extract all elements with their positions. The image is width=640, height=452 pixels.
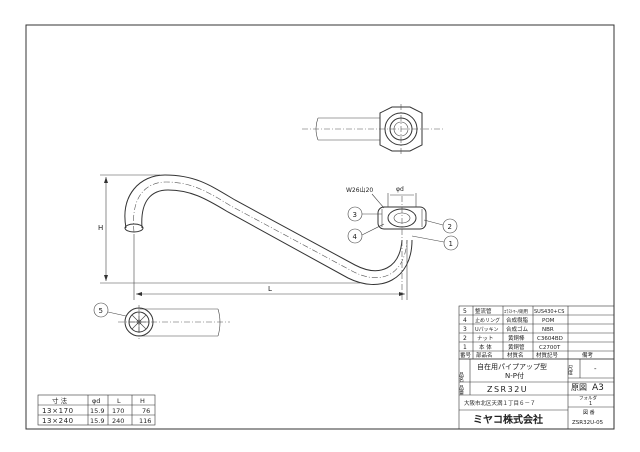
straightener-view <box>118 305 230 339</box>
dim-row-1-phi-d: 15.9 <box>90 407 104 415</box>
dim-row-1-h: 76 <box>142 407 150 415</box>
dim-header-l: L <box>117 397 121 405</box>
svg-text:部品名: 部品名 <box>476 351 493 359</box>
scale-value: - <box>594 365 597 373</box>
svg-text:2: 2 <box>463 335 467 342</box>
parts-header-row: 番号 部品名 材質名 材質記号 備考 <box>460 351 594 359</box>
dim-row-2-l: 240 <box>112 417 124 425</box>
svg-text:合成ゴム: 合成ゴム <box>506 325 529 333</box>
svg-text:SUS430+CS: SUS430+CS <box>534 309 564 315</box>
company-address: 大阪市北区天満１丁目６－７ <box>464 399 536 407</box>
balloon-2: 2 <box>423 218 458 234</box>
balloon-1: 1 <box>411 235 459 251</box>
svg-text:合成樹脂: 合成樹脂 <box>506 316 529 324</box>
svg-text:4: 4 <box>353 233 358 241</box>
name-label: 品名 <box>458 372 464 383</box>
dimension-h-label: H <box>98 224 103 232</box>
parts-row-5: 5 整流管 ｴﾗｽﾄﾏｰ/銅用 SUS430+CS <box>463 307 564 315</box>
parts-row-3: 3 Uパッキン 合成ゴム NBR <box>463 325 554 333</box>
dimension-phi-d-label: φd <box>396 186 404 193</box>
model-number: ZSR32U <box>487 385 528 394</box>
dimension-l: L <box>133 234 408 300</box>
parts-row-4: 4 止めリング 合成樹脂 POM <box>463 316 555 324</box>
nut-end-view <box>302 104 444 156</box>
svg-text:3: 3 <box>353 211 357 219</box>
dim-header-h: H <box>140 397 145 405</box>
svg-text:3: 3 <box>463 326 467 333</box>
dimension-h: H <box>98 174 360 284</box>
svg-text:番号: 番号 <box>460 352 472 359</box>
product-name-line1: 自在用パイプアップ型 <box>477 362 547 371</box>
svg-text:C2700T: C2700T <box>539 345 561 351</box>
svg-text:本 体: 本 体 <box>479 343 492 351</box>
format-label: 原図 <box>571 383 587 392</box>
model-label: 品番 <box>458 385 464 396</box>
svg-text:5: 5 <box>463 308 467 315</box>
svg-text:黄銅管: 黄銅管 <box>508 343 525 351</box>
dim-row-2-phi-d: 15.9 <box>90 417 104 425</box>
svg-text:ｴﾗｽﾄﾏｰ/銅用: ｴﾗｽﾄﾏｰ/銅用 <box>504 308 528 315</box>
dim-row-1-l: 170 <box>112 407 124 415</box>
balloon-5: 5 <box>93 302 127 318</box>
svg-text:材質名: 材質名 <box>507 351 524 359</box>
spout-body <box>124 174 413 285</box>
folder-label: フォルダ <box>579 395 597 402</box>
title-block: 品名 自在用パイプアップ型 N-P付 尺度 - 品番 ZSR32U 原図 A3 … <box>458 358 615 430</box>
svg-text:4: 4 <box>463 317 467 324</box>
svg-text:Uパッキン: Uパッキン <box>475 327 499 333</box>
svg-text:5: 5 <box>99 307 103 315</box>
inlet-nut <box>377 196 427 300</box>
svg-text:POM: POM <box>542 318 555 324</box>
scale-label: 尺度 <box>567 365 573 376</box>
svg-text:材質記号: 材質記号 <box>536 351 559 359</box>
dim-row-2-h: 116 <box>139 417 151 425</box>
svg-text:備考: 備考 <box>582 351 594 359</box>
svg-text:止めリング: 止めリング <box>475 317 500 324</box>
dimension-phi-d: φd W26山20 <box>346 186 417 209</box>
parts-row-2: 2 ナット 黄銅棒 C3604BD <box>463 334 563 342</box>
svg-text:2: 2 <box>448 223 452 231</box>
parts-row-1: 1 本 体 黄銅管 C2700T <box>463 343 561 351</box>
svg-text:整流管: 整流管 <box>475 307 492 315</box>
company-name: ミヤコ株式会社 <box>473 413 543 426</box>
dim-header-size: 寸 法 <box>52 396 68 405</box>
dimension-l-label: L <box>268 285 272 293</box>
balloon-3: 3 <box>347 206 382 222</box>
svg-text:C3604BD: C3604BD <box>537 336 563 342</box>
dim-row-1-size: 13×170 <box>42 407 74 415</box>
svg-text:1: 1 <box>463 344 467 351</box>
dim-row-2-size: 13×240 <box>42 417 74 425</box>
sheet-border <box>25 24 615 430</box>
folder-value: 1 <box>589 401 592 407</box>
svg-text:NBR: NBR <box>542 327 554 333</box>
format-value: A3 <box>592 383 604 393</box>
parts-table: 5 整流管 ｴﾗｽﾄﾏｰ/銅用 SUS430+CS 4 止めリング 合成樹脂 P… <box>458 305 615 360</box>
dim-header-phi-d: φd <box>92 397 100 405</box>
svg-text:ナット: ナット <box>477 335 494 342</box>
balloon-4: 4 <box>347 223 385 244</box>
svg-text:1: 1 <box>449 240 453 248</box>
drawing-no-label: 図 番 <box>583 409 595 416</box>
product-name-line2: N-P付 <box>505 371 524 380</box>
drawing-number: ZSR32U-05 <box>572 420 604 426</box>
svg-text:黄銅棒: 黄銅棒 <box>508 334 525 342</box>
thread-note: W26山20 <box>346 186 373 194</box>
dimension-table: 寸 法 φd L H 13×170 15.9 170 76 13×240 15.… <box>37 394 156 426</box>
